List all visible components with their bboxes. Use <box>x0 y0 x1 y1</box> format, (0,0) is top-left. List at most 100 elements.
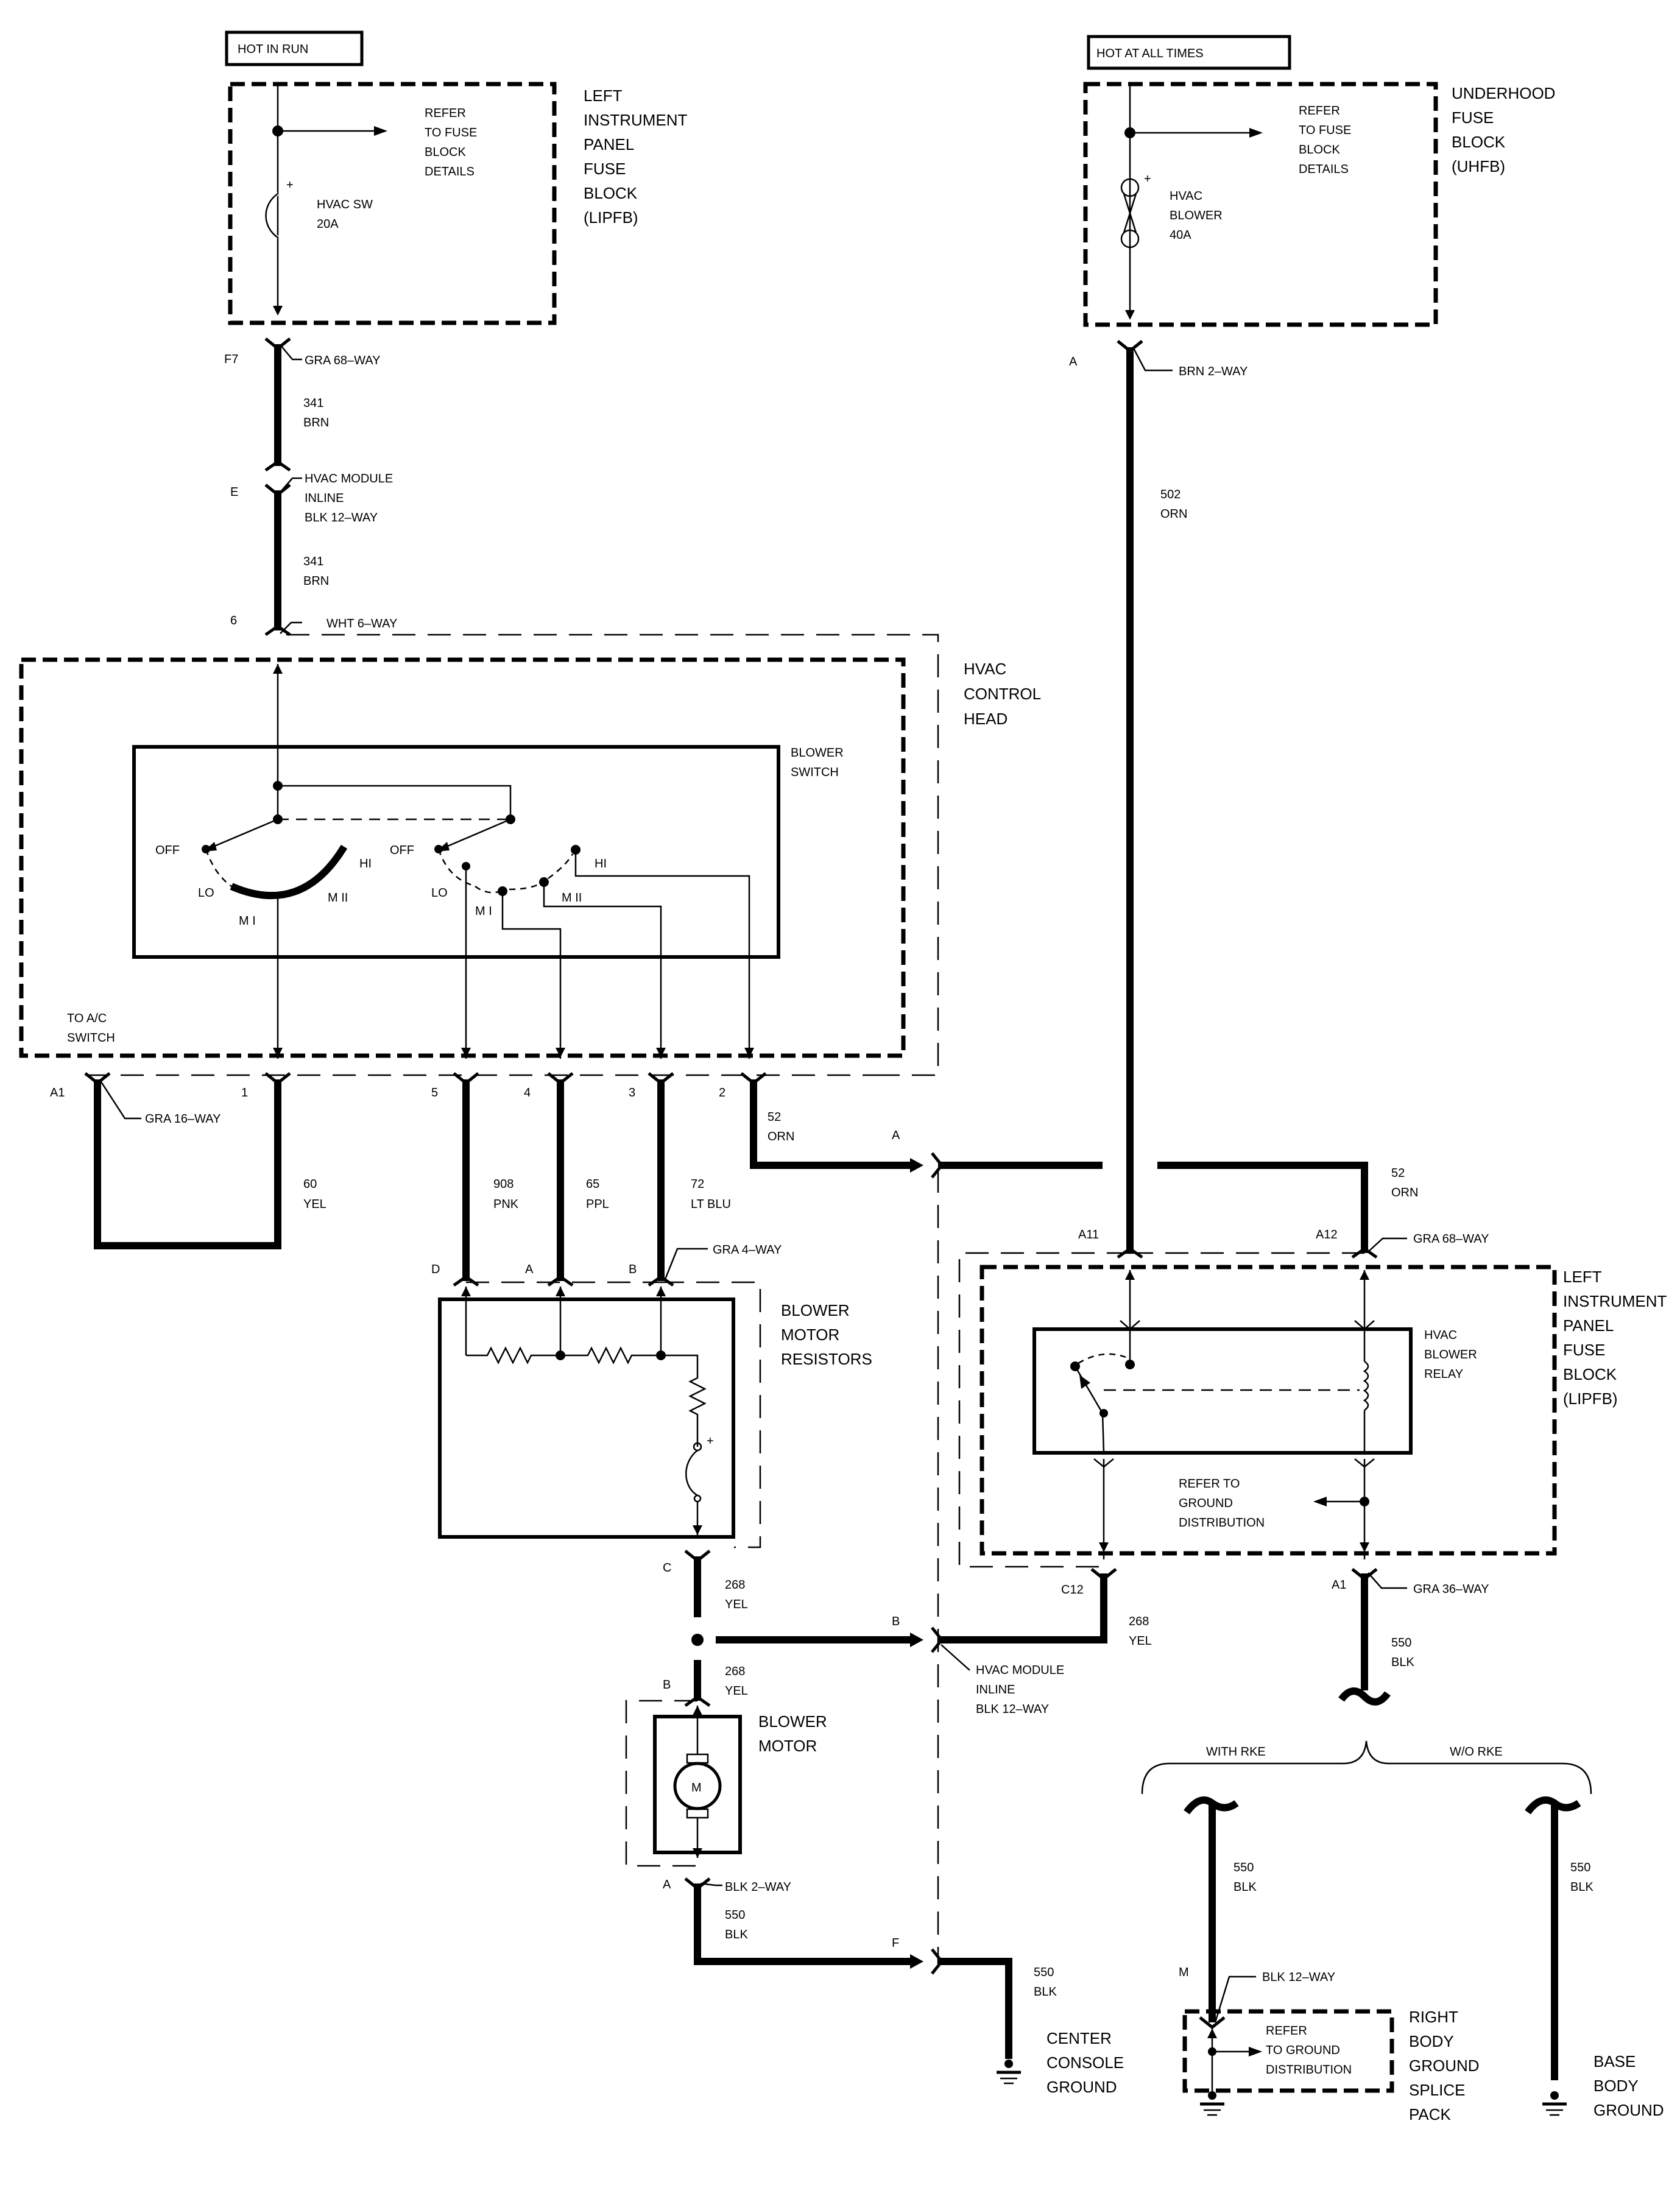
relay-block-name: LEFT INSTRUMENT PANEL FUSE BLOCK (LIPFB) <box>1563 1268 1667 1408</box>
svg-text:DETAILS: DETAILS <box>425 165 475 178</box>
blower-motor-name: BLOWER MOTOR <box>758 1712 827 1755</box>
svg-text:PNK: PNK <box>493 1198 519 1211</box>
svg-text:C: C <box>663 1561 671 1575</box>
svg-text:RELAY: RELAY <box>1424 1368 1463 1381</box>
svg-text:HVAC: HVAC <box>1170 189 1202 203</box>
svg-text:DISTRIBUTION: DISTRIBUTION <box>1266 2063 1352 2077</box>
svg-text:BLK 12–WAY: BLK 12–WAY <box>976 1703 1049 1716</box>
svg-text:RESISTORS: RESISTORS <box>781 1350 872 1368</box>
svg-text:HVAC: HVAC <box>964 660 1006 678</box>
svg-text:HOT IN RUN: HOT IN RUN <box>238 43 308 56</box>
svg-text:(UHFB): (UHFB) <box>1452 157 1505 175</box>
svg-text:TO A/C: TO A/C <box>67 1012 107 1025</box>
wire-268-yel-splice: B HVAC MODULE INLINE BLK 12–WAY <box>716 1615 1064 1716</box>
wire-908-pnk: 908 PNK <box>453 1072 519 1287</box>
svg-text:W/O RKE: W/O RKE <box>1450 1745 1503 1759</box>
svg-text:(LIPFB): (LIPFB) <box>584 208 638 227</box>
uhfb-name: UNDERHOOD FUSE BLOCK (UHFB) <box>1452 84 1555 175</box>
svg-text:YEL: YEL <box>725 1598 748 1611</box>
svg-text:268: 268 <box>725 1578 745 1592</box>
svg-text:72: 72 <box>691 1177 704 1191</box>
svg-text:WITH RKE: WITH RKE <box>1206 1745 1266 1759</box>
svg-text:268: 268 <box>1129 1615 1149 1628</box>
splice-pack-refer: REFER TO GROUND DISTRIBUTION <box>1266 2024 1352 2077</box>
svg-text:BLK: BLK <box>1570 1880 1594 1894</box>
svg-text:908: 908 <box>493 1177 514 1191</box>
svg-text:65: 65 <box>586 1177 599 1191</box>
svg-text:HVAC: HVAC <box>1424 1329 1457 1342</box>
wire-341-brn-lower: E HVAC MODULE INLINE BLK 12–WAY 341 BRN … <box>230 472 397 637</box>
svg-text:PANEL: PANEL <box>584 135 634 154</box>
hot-in-run-label: HOT IN RUN <box>225 30 364 66</box>
svg-text:TO FUSE: TO FUSE <box>425 126 477 139</box>
svg-text:GROUND: GROUND <box>1409 2056 1480 2075</box>
svg-text:4: 4 <box>524 1086 531 1100</box>
lipfb-top-refer-text: REFER TO FUSE BLOCK DETAILS <box>425 107 477 178</box>
svg-text:LEFT: LEFT <box>1563 1268 1602 1286</box>
svg-text:268: 268 <box>725 1665 745 1678</box>
svg-text:M II: M II <box>328 891 348 905</box>
svg-text:BLK: BLK <box>1034 1985 1057 1999</box>
svg-text:DETAILS: DETAILS <box>1299 163 1349 176</box>
svg-text:A: A <box>892 1129 900 1142</box>
svg-text:20A: 20A <box>317 217 339 231</box>
svg-text:DISTRIBUTION: DISTRIBUTION <box>1179 1516 1265 1530</box>
svg-text:BLK 12–WAY: BLK 12–WAY <box>305 511 378 524</box>
svg-text:INLINE: INLINE <box>976 1683 1015 1696</box>
svg-text:GRA 4–WAY: GRA 4–WAY <box>713 1243 782 1257</box>
svg-text:A12: A12 <box>1316 1228 1338 1241</box>
svg-text:HI: HI <box>595 857 607 870</box>
blower-motor-resistors: BLOWER MOTOR RESISTORS + <box>438 1287 872 1539</box>
hvac-sw-fuse-label: HVAC SW 20A <box>317 198 373 231</box>
svg-text:BODY: BODY <box>1409 2032 1454 2050</box>
svg-text:FUSE: FUSE <box>1563 1341 1605 1359</box>
svg-text:A: A <box>525 1263 534 1276</box>
svg-text:REFER TO: REFER TO <box>1179 1477 1240 1491</box>
svg-text:D: D <box>431 1263 440 1276</box>
lipfb-top-fuse-block: + REFER TO FUSE BLOCK DETAILS HVAC SW 20… <box>228 82 688 325</box>
svg-text:RIGHT: RIGHT <box>1409 2008 1458 2026</box>
wire-550-blk-relay: A1 GRA 36–WAY 550 BLK <box>1332 1568 1489 1706</box>
svg-text:HEAD: HEAD <box>964 710 1008 728</box>
svg-text:A: A <box>1069 355 1078 369</box>
relay-fuse-block: LEFT INSTRUMENT PANEL FUSE BLOCK (LIPFB)… <box>979 1265 1667 1559</box>
svg-text:BLOWER: BLOWER <box>781 1301 850 1319</box>
relay-ground-refer: REFER TO GROUND DISTRIBUTION <box>1179 1477 1265 1530</box>
svg-text:550: 550 <box>1034 1966 1054 1979</box>
svg-text:BLOWER: BLOWER <box>1424 1348 1477 1361</box>
svg-text:GRA 36–WAY: GRA 36–WAY <box>1413 1583 1489 1596</box>
svg-text:BLK 2–WAY: BLK 2–WAY <box>725 1880 791 1894</box>
svg-text:CONTROL: CONTROL <box>964 685 1041 703</box>
svg-text:550: 550 <box>725 1908 745 1922</box>
svg-text:HVAC MODULE: HVAC MODULE <box>976 1664 1064 1677</box>
svg-text:TO FUSE: TO FUSE <box>1299 124 1351 137</box>
svg-text:A1: A1 <box>50 1086 65 1100</box>
hvac-control-head: HVAC CONTROL HEAD TO A/C SWITCH <box>19 657 1041 1058</box>
right-body-ground-splice-pack: REFER TO GROUND DISTRIBUTION RIGHT BODY … <box>1182 2008 1480 2124</box>
svg-text:BLOCK: BLOCK <box>1563 1365 1617 1383</box>
svg-text:BLOWER: BLOWER <box>1170 209 1223 222</box>
svg-text:INLINE: INLINE <box>305 492 344 505</box>
svg-text:F7: F7 <box>224 353 238 366</box>
svg-text:GRA 68–WAY: GRA 68–WAY <box>1413 1232 1489 1246</box>
hot-at-all-times-label: HOT AT ALL TIMES <box>1087 35 1291 70</box>
svg-text:BLK: BLK <box>1234 1880 1257 1894</box>
wire-550-blk-motor: A BLK 2–WAY 550 BLK F <box>663 1877 923 1969</box>
wire-65-ppl: 65 PPL <box>547 1072 609 1287</box>
svg-text:LT BLU: LT BLU <box>691 1198 731 1211</box>
wire-341-brn-upper: F7 GRA 68–WAY 341 BRN <box>224 337 381 472</box>
svg-text:+: + <box>1144 172 1151 186</box>
svg-text:3: 3 <box>629 1086 635 1100</box>
uhfb-refer-text: REFER TO FUSE BLOCK DETAILS <box>1299 104 1351 176</box>
svg-text:550: 550 <box>1234 1861 1254 1874</box>
svg-text:GROUND: GROUND <box>1594 2101 1664 2119</box>
hvac-blower-fuse-label: HVAC BLOWER 40A <box>1170 189 1223 242</box>
svg-text:HVAC SW: HVAC SW <box>317 198 373 211</box>
svg-text:BRN: BRN <box>303 416 329 429</box>
svg-text:40A: 40A <box>1170 228 1191 242</box>
splice-pack-name: RIGHT BODY GROUND SPLICE PACK <box>1409 2008 1480 2124</box>
svg-text:SWITCH: SWITCH <box>791 766 839 779</box>
svg-text:M II: M II <box>562 891 582 905</box>
svg-text:BLOCK: BLOCK <box>1452 133 1506 151</box>
